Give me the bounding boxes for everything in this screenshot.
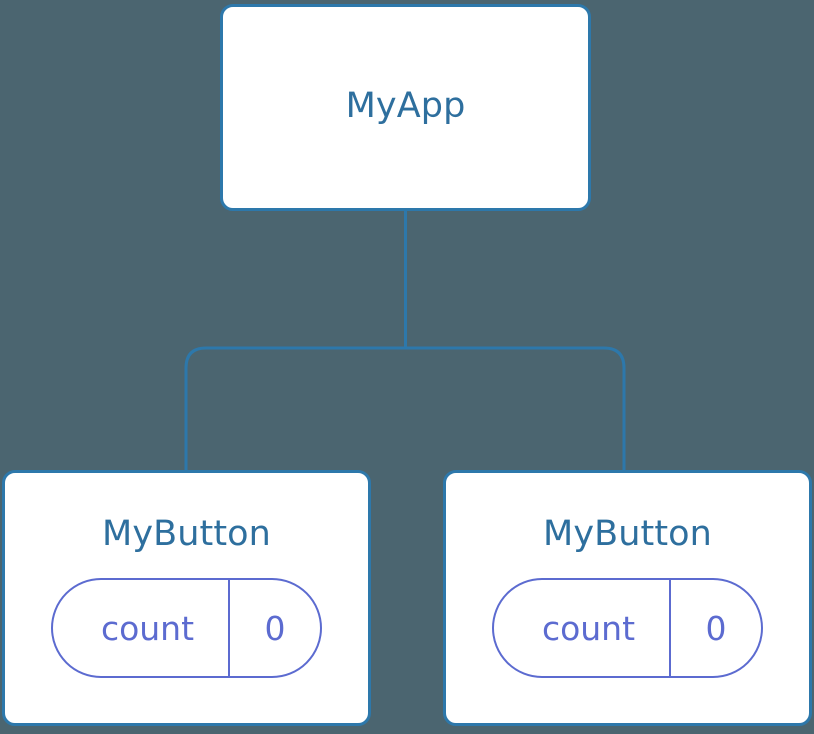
node-title: MyApp: [345, 86, 466, 126]
tree-node-mybutton-1[interactable]: MyButton count 0: [443, 470, 812, 726]
node-title: MyButton: [543, 514, 712, 554]
edge-root-to-child-0: [184, 346, 406, 472]
state-value: 0: [669, 580, 761, 676]
state-pill[interactable]: count 0: [492, 578, 763, 678]
tree-node-mybutton-0[interactable]: MyButton count 0: [2, 470, 371, 726]
state-name: count: [541, 608, 636, 648]
node-title: MyButton: [102, 514, 271, 554]
tree-node-myapp[interactable]: MyApp: [220, 4, 591, 211]
state-value: 0: [228, 580, 320, 676]
state-pill[interactable]: count 0: [51, 578, 322, 678]
state-name: count: [100, 608, 195, 648]
edge-root-to-child-1: [405, 346, 626, 472]
